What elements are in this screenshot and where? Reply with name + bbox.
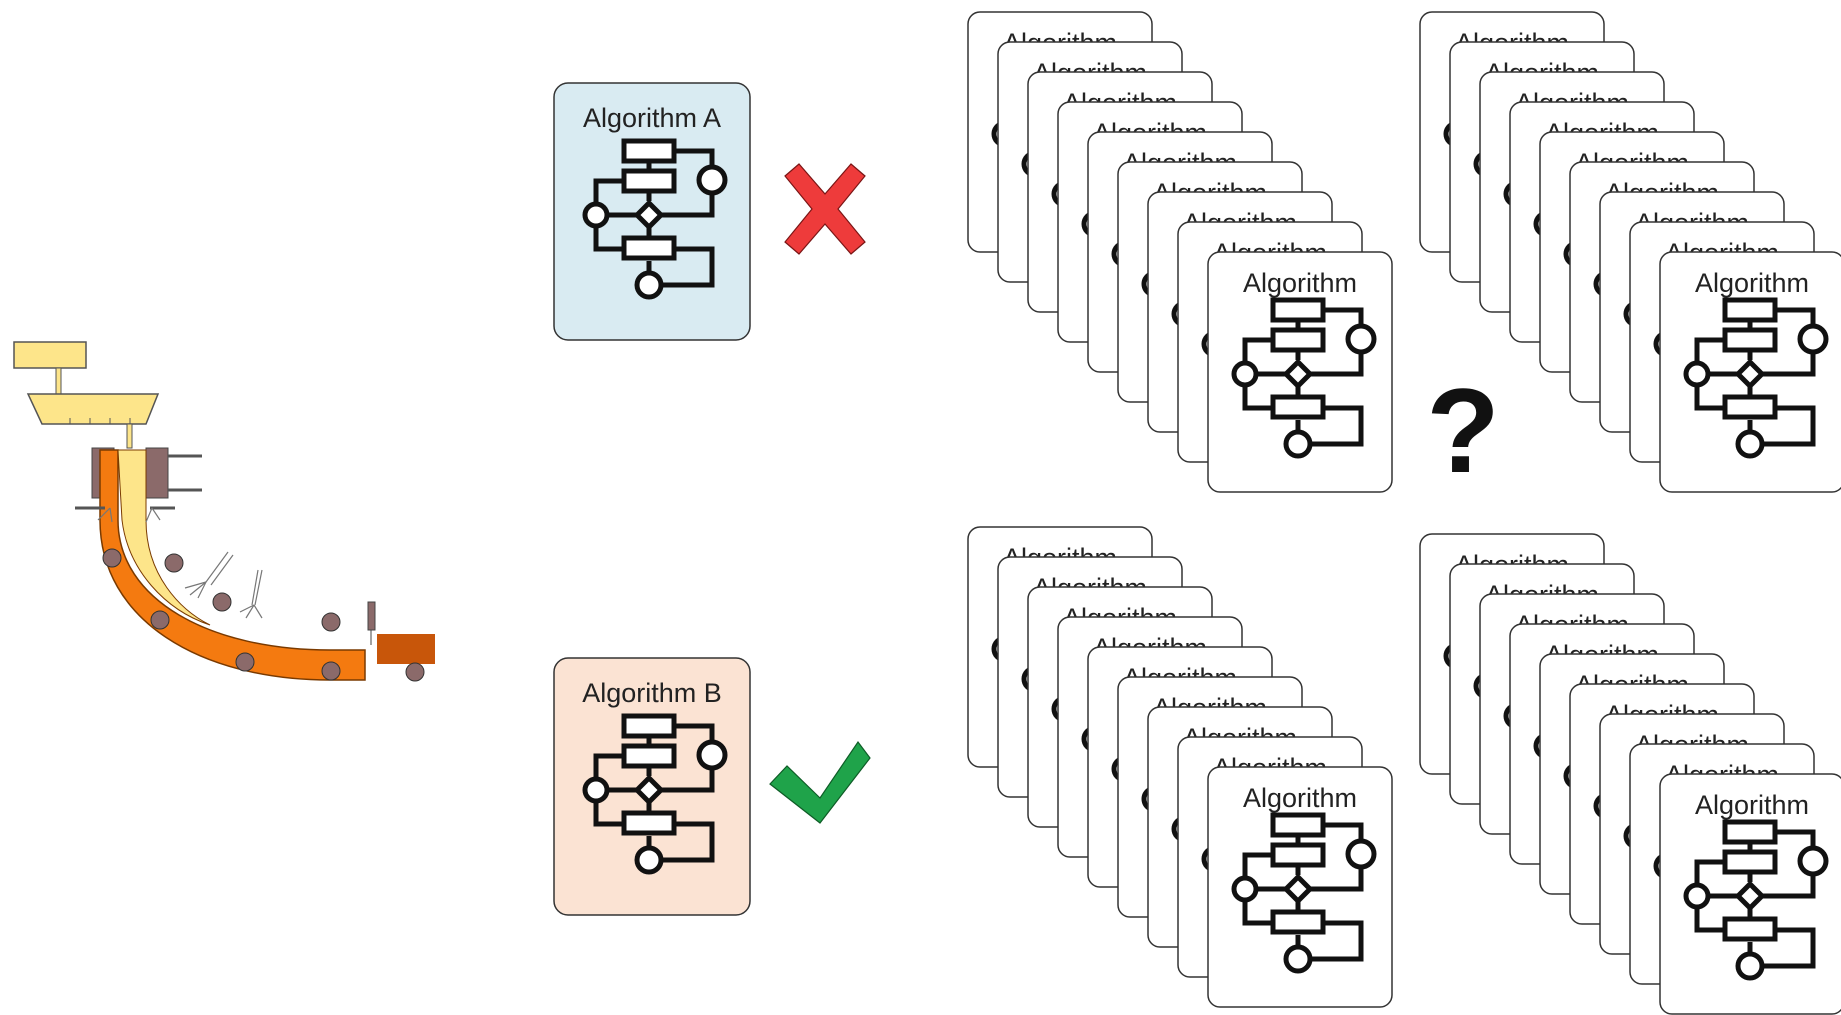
stack-card-label: Algorithm (1695, 268, 1809, 298)
mould-right (145, 447, 169, 499)
stack-card: Algorithm (1207, 766, 1393, 1008)
stack-card: Algorithm (1659, 773, 1841, 1015)
stack-card-label: Algorithm (1695, 790, 1809, 820)
stack-card-label: Algorithm (1243, 268, 1357, 298)
cut-slab (377, 634, 435, 664)
tundish (26, 393, 160, 425)
algorithm-stack-1: AlgorithmAlgorithmAlgorithmAlgorithmAlgo… (967, 11, 1393, 493)
check-icon (769, 740, 871, 824)
algorithm-stack-2: AlgorithmAlgorithmAlgorithmAlgorithmAlgo… (1419, 11, 1841, 493)
ladle (13, 341, 87, 369)
question-mark: ? (1426, 364, 1499, 498)
algorithm-stack-4: AlgorithmAlgorithmAlgorithmAlgorithmAlgo… (1419, 533, 1841, 1015)
algorithm-a-card: Algorithm A (553, 82, 751, 341)
algorithm-stack-3: AlgorithmAlgorithmAlgorithmAlgorithmAlgo… (967, 526, 1393, 1008)
stack-card-label: Algorithm (1243, 783, 1357, 813)
stack-card: Algorithm (1659, 251, 1841, 493)
algorithm-b-label: Algorithm B (582, 678, 722, 708)
stack-card: Algorithm (1207, 251, 1393, 493)
cross-icon (784, 163, 866, 255)
algorithm-card-stacks: AlgorithmAlgorithmAlgorithmAlgorithmAlgo… (967, 11, 1841, 1015)
continuous-casting-illustration (13, 341, 435, 682)
algorithm-a-label: Algorithm A (583, 103, 721, 133)
algorithm-b-card: Algorithm B (553, 657, 751, 916)
